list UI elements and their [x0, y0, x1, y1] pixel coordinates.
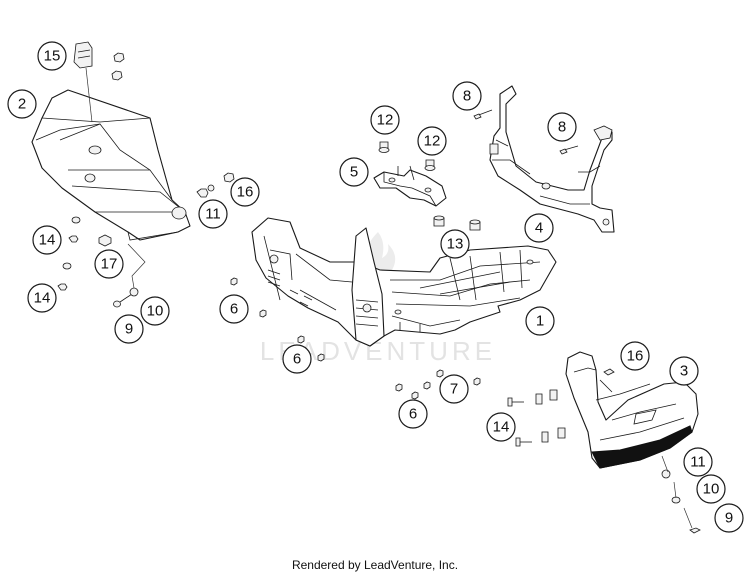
svg-text:12: 12 [377, 112, 394, 129]
callout-8-left: 8 [452, 81, 482, 111]
callout-15: 15 [37, 41, 67, 71]
svg-text:8: 8 [558, 119, 566, 136]
svg-text:13: 13 [447, 236, 464, 253]
callout-6-bottom: 6 [398, 399, 428, 429]
callout-3: 3 [669, 356, 699, 386]
svg-text:12: 12 [424, 133, 441, 150]
callout-12-left: 12 [370, 105, 400, 135]
credit-text: Rendered by LeadVenture, Inc. [291, 558, 459, 572]
svg-text:6: 6 [293, 351, 301, 368]
svg-text:15: 15 [44, 48, 61, 65]
svg-text:10: 10 [147, 303, 164, 320]
svg-text:9: 9 [125, 321, 133, 338]
callout-16-right: 16 [620, 341, 650, 371]
callout-11-left: 11 [198, 199, 228, 229]
svg-text:14: 14 [39, 232, 56, 249]
callout-10-right: 10 [696, 474, 726, 504]
right-hardware [507, 389, 566, 447]
callout-12-right: 12 [417, 126, 447, 156]
callout-14-lower-left: 14 [27, 283, 57, 313]
callout-10-left: 10 [140, 296, 170, 326]
svg-text:8: 8 [463, 88, 471, 105]
left-hardware [57, 172, 235, 308]
svg-text:9: 9 [725, 510, 733, 527]
part-1-skid-plate [251, 217, 557, 347]
svg-text:10: 10 [703, 481, 720, 498]
svg-text:16: 16 [237, 184, 254, 201]
callout-13: 13 [440, 229, 470, 259]
part-5-bracket [373, 165, 447, 207]
svg-text:7: 7 [450, 381, 458, 398]
fasteners-6-7 [230, 277, 481, 400]
callout-4: 4 [524, 213, 554, 243]
svg-text:5: 5 [350, 164, 358, 181]
svg-text:11: 11 [690, 454, 706, 471]
svg-text:17: 17 [101, 256, 118, 273]
callout-1: 1 [525, 306, 555, 336]
svg-text:6: 6 [409, 406, 417, 423]
callout-17: 17 [94, 249, 124, 279]
callout-7: 7 [439, 374, 469, 404]
nuts-top-left [111, 52, 125, 81]
part-4-frame-bracket [473, 85, 615, 233]
svg-text:4: 4 [535, 220, 543, 237]
parts-12-13 [378, 141, 481, 231]
part-15-rubber-pad [73, 41, 93, 123]
svg-text:2: 2 [18, 96, 26, 113]
part-3-right-guard [565, 351, 701, 534]
callout-8-right: 8 [547, 112, 577, 142]
svg-text:11: 11 [205, 206, 221, 223]
svg-text:1: 1 [536, 313, 544, 330]
callout-11-right: 11 [683, 447, 713, 477]
svg-text:14: 14 [493, 419, 510, 436]
callout-6-middle: 6 [282, 344, 312, 374]
svg-text:3: 3 [680, 363, 688, 380]
callout-16-left: 16 [230, 177, 260, 207]
svg-text:16: 16 [627, 348, 644, 365]
callout-14-upper-left: 14 [32, 225, 62, 255]
part-2-engine-guard [31, 89, 191, 241]
svg-text:14: 14 [34, 290, 51, 307]
callout-9-left: 9 [114, 314, 144, 344]
callout-6-top: 6 [219, 294, 249, 324]
callout-5: 5 [339, 157, 369, 187]
callout-2: 2 [7, 89, 37, 119]
svg-text:6: 6 [230, 301, 238, 318]
callout-14-right: 14 [486, 412, 516, 442]
callout-9-right: 9 [714, 503, 744, 533]
